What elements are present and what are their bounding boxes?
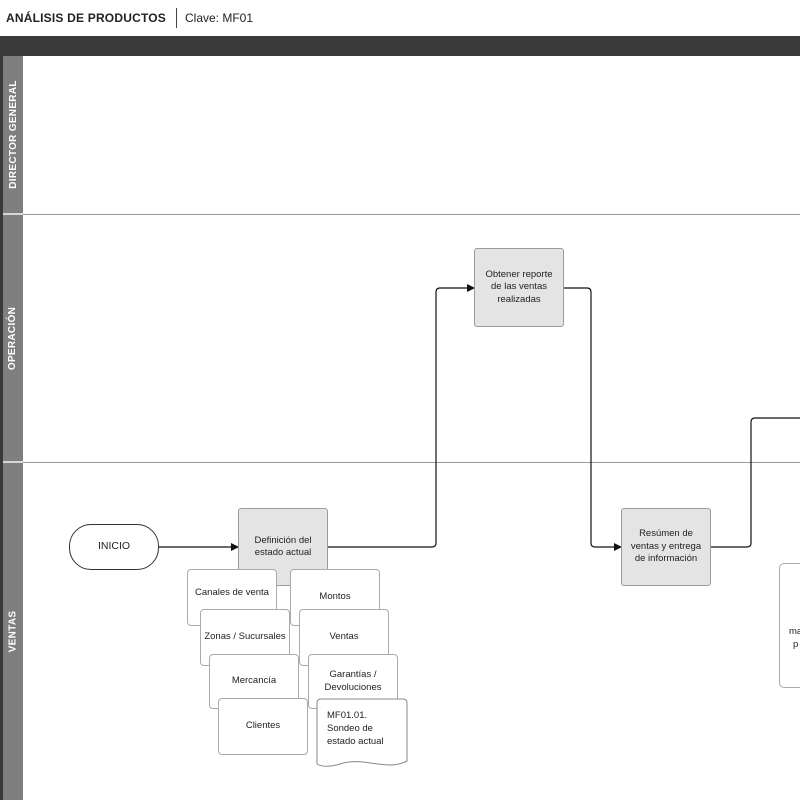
header: ANÁLISIS DE PRODUCTOS Clave: MF01 [0, 0, 800, 36]
doc-mf0101-label: MF01.01. Sondeo de estado actual [327, 710, 384, 747]
start-terminator[interactable]: INICIO [69, 524, 159, 570]
lane-header-column [3, 56, 23, 800]
connector-obtener-to-resumen [564, 287, 622, 551]
doc-clientes[interactable]: Clientes [218, 698, 308, 755]
connector-definicion-to-obtener [328, 284, 475, 548]
partial-text-line: ma [789, 626, 800, 637]
lane-boundary-line [23, 214, 800, 215]
process-obtener-reporte[interactable]: Obtener reporte de las ventas realizadas [474, 248, 564, 327]
top-bar [0, 36, 800, 56]
connector-resumen-to-offscreen [711, 417, 800, 548]
left-edge-bar [0, 36, 3, 800]
lane-divider [3, 461, 23, 463]
document-shape-mf0101[interactable] [316, 698, 408, 770]
offscreen-process-partial[interactable] [779, 563, 800, 688]
process-resumen-ventas[interactable]: Resúmen de ventas y entrega de informaci… [621, 508, 711, 586]
page-title: ANÁLISIS DE PRODUCTOS [6, 11, 166, 25]
document-code: Clave: MF01 [185, 11, 254, 25]
lane-divider [3, 213, 23, 215]
partial-text-line: p [793, 639, 799, 650]
lane-boundary-line [23, 462, 800, 463]
header-separator [176, 8, 177, 28]
